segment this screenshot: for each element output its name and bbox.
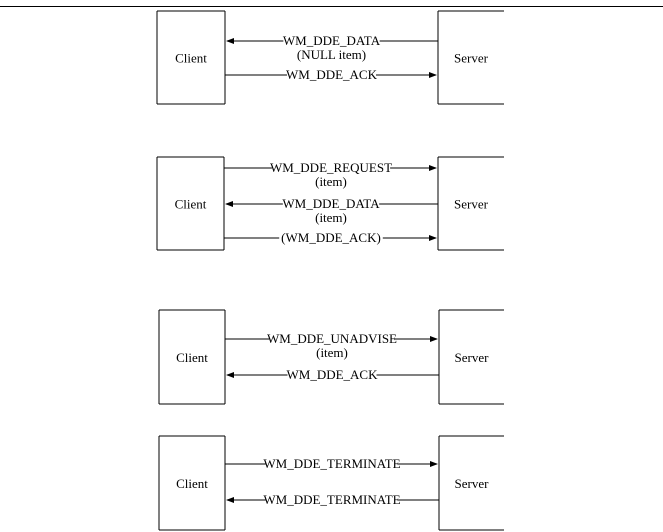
message-sublabel: (item) (316, 345, 348, 360)
server-label: Server (455, 476, 490, 491)
client-label: Client (175, 51, 207, 66)
message-3: (WM_DDE_ACK) (224, 230, 437, 245)
message-label: WM_DDE_UNADVISE (267, 331, 397, 346)
server-label: Server (455, 350, 490, 365)
message-label: WM_DDE_DATA (283, 33, 381, 48)
client-label: Client (175, 197, 207, 212)
server-label: Server (454, 197, 489, 212)
message-1: WM_DDE_UNADVISE(item) (225, 331, 438, 360)
message-sublabel: (item) (315, 210, 347, 225)
message-label: WM_DDE_TERMINATE (263, 492, 400, 507)
message-2: WM_DDE_ACK (226, 367, 439, 382)
message-label: WM_DDE_REQUEST (270, 160, 392, 175)
client-label: Client (176, 350, 208, 365)
client-label: Client (176, 476, 208, 491)
message-1: WM_DDE_DATA(NULL item) (226, 33, 438, 62)
message-1: WM_DDE_TERMINATE (225, 456, 438, 471)
message-label: WM_DDE_TERMINATE (263, 456, 400, 471)
message-2: WM_DDE_DATA(item) (225, 196, 438, 225)
message-label: WM_DDE_ACK (287, 367, 379, 382)
message-sublabel: (NULL item) (297, 47, 366, 62)
message-1: WM_DDE_REQUEST(item) (224, 160, 437, 189)
message-label: WM_DDE_DATA (282, 196, 380, 211)
message-sublabel: (item) (315, 174, 347, 189)
server-label: Server (454, 51, 489, 66)
message-2: WM_DDE_TERMINATE (226, 492, 439, 507)
page-top-rule (0, 6, 663, 7)
message-2: WM_DDE_ACK (225, 67, 437, 82)
message-label: WM_DDE_ACK (286, 67, 378, 82)
message-label: (WM_DDE_ACK) (281, 230, 381, 245)
